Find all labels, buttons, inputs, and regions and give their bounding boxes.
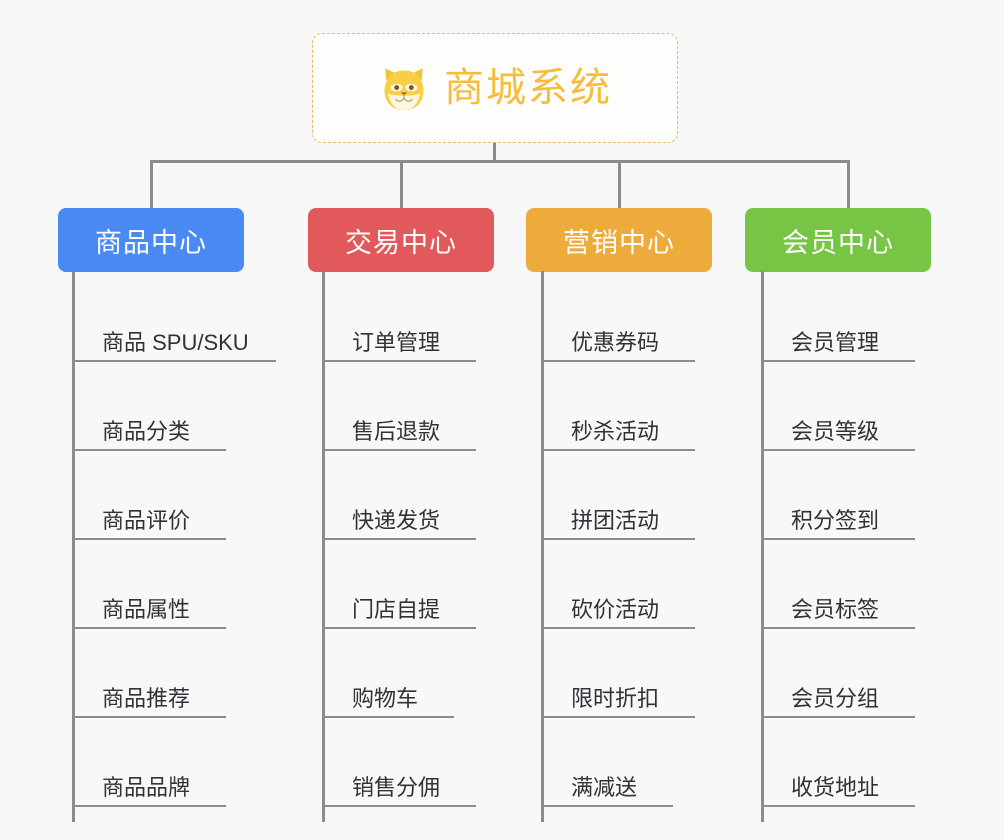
leaf-label: 会员管理 [791,330,880,355]
drop-connector-1 [150,160,153,208]
leaf-underline [541,538,695,540]
leaf-underline [761,538,915,540]
leaf-underline [72,449,226,451]
root-node[interactable]: 商城系统 [312,33,678,143]
leaf-underline [72,627,226,629]
leaf-label: 商品品牌 [102,775,191,800]
root-stem-connector [493,143,496,163]
category-label: 商品中心 [95,227,207,258]
leaf-underline [322,449,476,451]
leaf-label: 商品推荐 [102,686,191,711]
leaf-label: 销售分佣 [352,775,441,800]
leaf-underline [761,716,915,718]
leaf-underline [322,805,476,807]
leaf-label: 秒杀活动 [571,419,660,444]
leaf-label: 快递发货 [352,508,441,533]
branch-trunk-marketing-center [541,271,544,822]
leaf-underline [72,360,276,362]
category-header-member-center[interactable]: 会员中心 [745,208,931,272]
leaf-underline [761,360,915,362]
category-label: 营销中心 [563,227,675,258]
root-title: 商城系统 [444,66,612,110]
leaf-underline [761,805,915,807]
category-label: 会员中心 [782,227,894,258]
leaf-label: 商品 SPU/SKU [102,330,249,355]
leaf-label: 拼团活动 [571,508,660,533]
category-label: 交易中心 [345,227,457,258]
category-header-trade-center[interactable]: 交易中心 [308,208,494,272]
leaf-underline [541,360,695,362]
drop-connector-3 [618,160,621,208]
branch-trunk-product-center [72,271,75,822]
leaf-label: 商品属性 [102,597,191,622]
leaf-underline [72,538,226,540]
category-header-marketing-center[interactable]: 营销中心 [526,208,712,272]
leaf-label: 商品评价 [102,508,191,533]
leaf-underline [322,538,476,540]
leaf-underline [72,805,226,807]
leaf-underline [761,627,915,629]
leaf-label: 购物车 [352,686,419,711]
leaf-label: 会员等级 [791,419,880,444]
leaf-underline [322,360,476,362]
horizontal-bus-connector [150,160,850,163]
drop-connector-4 [847,160,850,208]
leaf-label: 门店自提 [352,597,441,622]
branch-trunk-member-center [761,271,764,822]
leaf-label: 会员分组 [791,686,880,711]
leaf-label: 砍价活动 [571,597,660,622]
leaf-label: 优惠券码 [571,330,660,355]
shiba-dog-face-icon [378,64,430,116]
leaf-label: 积分签到 [791,508,880,533]
leaf-label: 售后退款 [352,419,441,444]
branch-trunk-trade-center [322,271,325,822]
leaf-label: 订单管理 [352,330,441,355]
leaf-label: 收货地址 [791,775,880,800]
leaf-underline [72,716,226,718]
leaf-underline [761,449,915,451]
leaf-label: 会员标签 [791,597,880,622]
category-header-product-center[interactable]: 商品中心 [58,208,244,272]
leaf-underline [322,627,476,629]
leaf-label: 满减送 [571,775,638,800]
leaf-underline [322,716,454,718]
leaf-underline [541,627,695,629]
drop-connector-2 [400,160,403,208]
leaf-underline [541,805,673,807]
leaf-underline [541,449,695,451]
leaf-underline [541,716,695,718]
leaf-label: 商品分类 [102,419,191,444]
leaf-label: 限时折扣 [571,686,660,711]
